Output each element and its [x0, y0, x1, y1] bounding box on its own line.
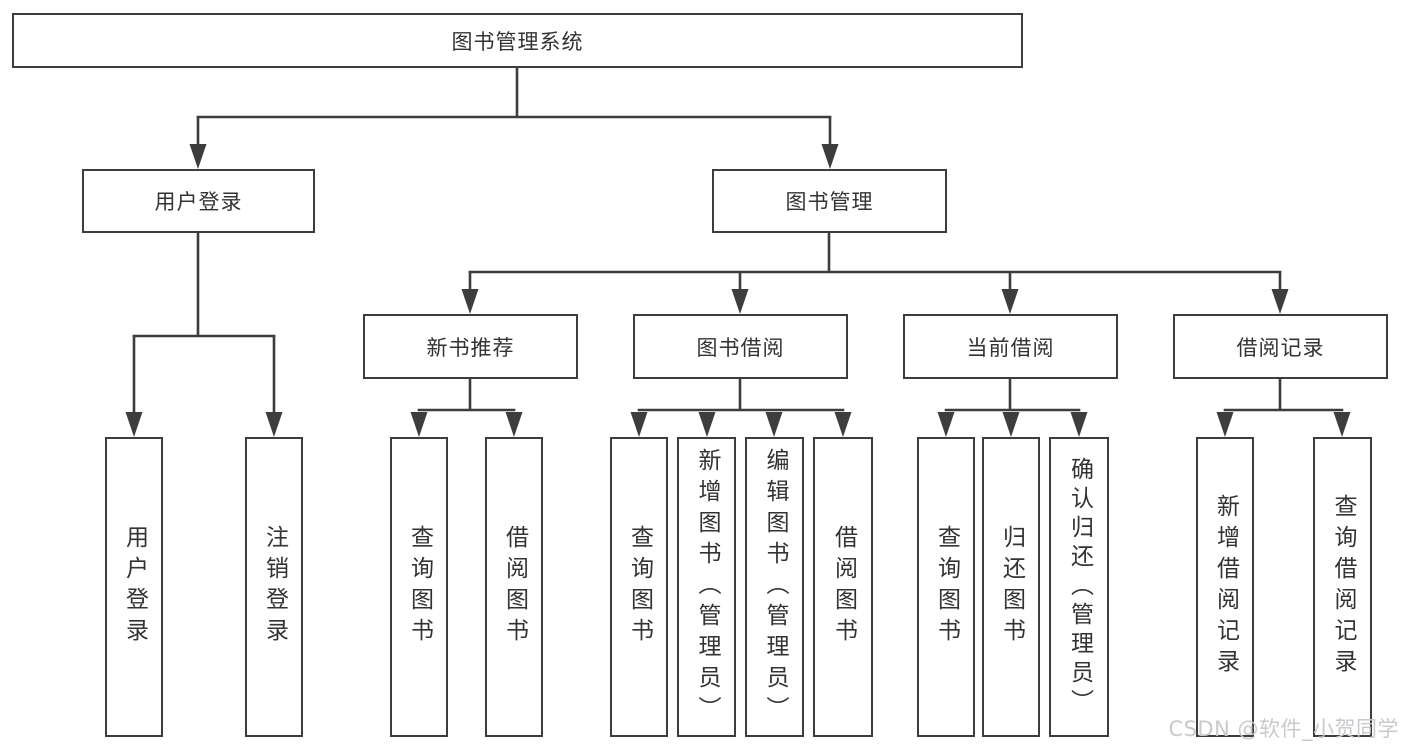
- leaf-borrow-book-2: 借阅图书: [813, 437, 873, 737]
- leaf-edit-book-admin: 编辑图书（管理员）: [745, 437, 804, 737]
- csdn-watermark: CSDN @软件_小贺同学: [1168, 717, 1399, 741]
- node-new-book-recommend-label: 新书推荐: [426, 335, 515, 360]
- leaf-query-book-2: 查询图书: [610, 437, 668, 737]
- leaf-add-book-admin-label: 新增图书（管理员）: [694, 447, 720, 727]
- leaf-add-borrow-record-label: 新增借阅记录: [1212, 494, 1239, 680]
- node-current-borrow-label: 当前借阅: [966, 335, 1055, 360]
- leaf-return-book: 归还图书: [982, 437, 1040, 737]
- node-book-management-label: 图书管理: [785, 190, 874, 214]
- leaf-confirm-return-admin: 确认归还（管理员）: [1049, 437, 1109, 737]
- node-user-login: 用户登录: [82, 169, 315, 233]
- node-borrow-record: 借阅记录: [1173, 314, 1388, 379]
- leaf-query-borrow-record: 查询借阅记录: [1313, 437, 1372, 737]
- leaf-query-book-1: 查询图书: [390, 437, 448, 737]
- node-new-book-recommend: 新书推荐: [363, 314, 578, 379]
- leaf-edit-book-admin-label: 编辑图书（管理员）: [762, 447, 788, 727]
- leaf-logout-label: 注销登录: [261, 525, 288, 649]
- node-root: 图书管理系统: [12, 13, 1023, 68]
- leaf-add-book-admin: 新增图书（管理员）: [677, 437, 736, 737]
- leaf-borrow-book-2-label: 借阅图书: [830, 525, 857, 649]
- leaf-logout: 注销登录: [245, 437, 303, 737]
- leaf-user-login-label: 用户登录: [121, 525, 148, 649]
- leaf-return-book-label: 归还图书: [998, 525, 1025, 649]
- leaf-query-book-1-label: 查询图书: [406, 525, 433, 649]
- leaf-borrow-book-1-label: 借阅图书: [501, 525, 528, 649]
- leaf-query-book-3: 查询图书: [917, 437, 975, 737]
- node-current-borrow: 当前借阅: [903, 314, 1118, 379]
- leaf-query-borrow-record-label: 查询借阅记录: [1330, 494, 1356, 680]
- node-root-label: 图书管理系统: [451, 29, 584, 54]
- leaf-add-borrow-record: 新增借阅记录: [1196, 437, 1254, 737]
- leaf-query-book-3-label: 查询图书: [933, 525, 960, 649]
- node-book-borrow: 图书借阅: [633, 314, 848, 379]
- leaf-query-book-2-label: 查询图书: [626, 525, 653, 649]
- leaf-user-login: 用户登录: [105, 437, 163, 737]
- node-book-management: 图书管理: [712, 169, 947, 233]
- leaf-borrow-book-1: 借阅图书: [485, 437, 543, 737]
- node-borrow-record-label: 借阅记录: [1236, 335, 1325, 360]
- leaf-confirm-return-admin-label: 确认归还（管理员）: [1066, 456, 1093, 718]
- node-book-borrow-label: 图书借阅: [696, 335, 785, 360]
- node-user-login-label: 用户登录: [154, 190, 243, 214]
